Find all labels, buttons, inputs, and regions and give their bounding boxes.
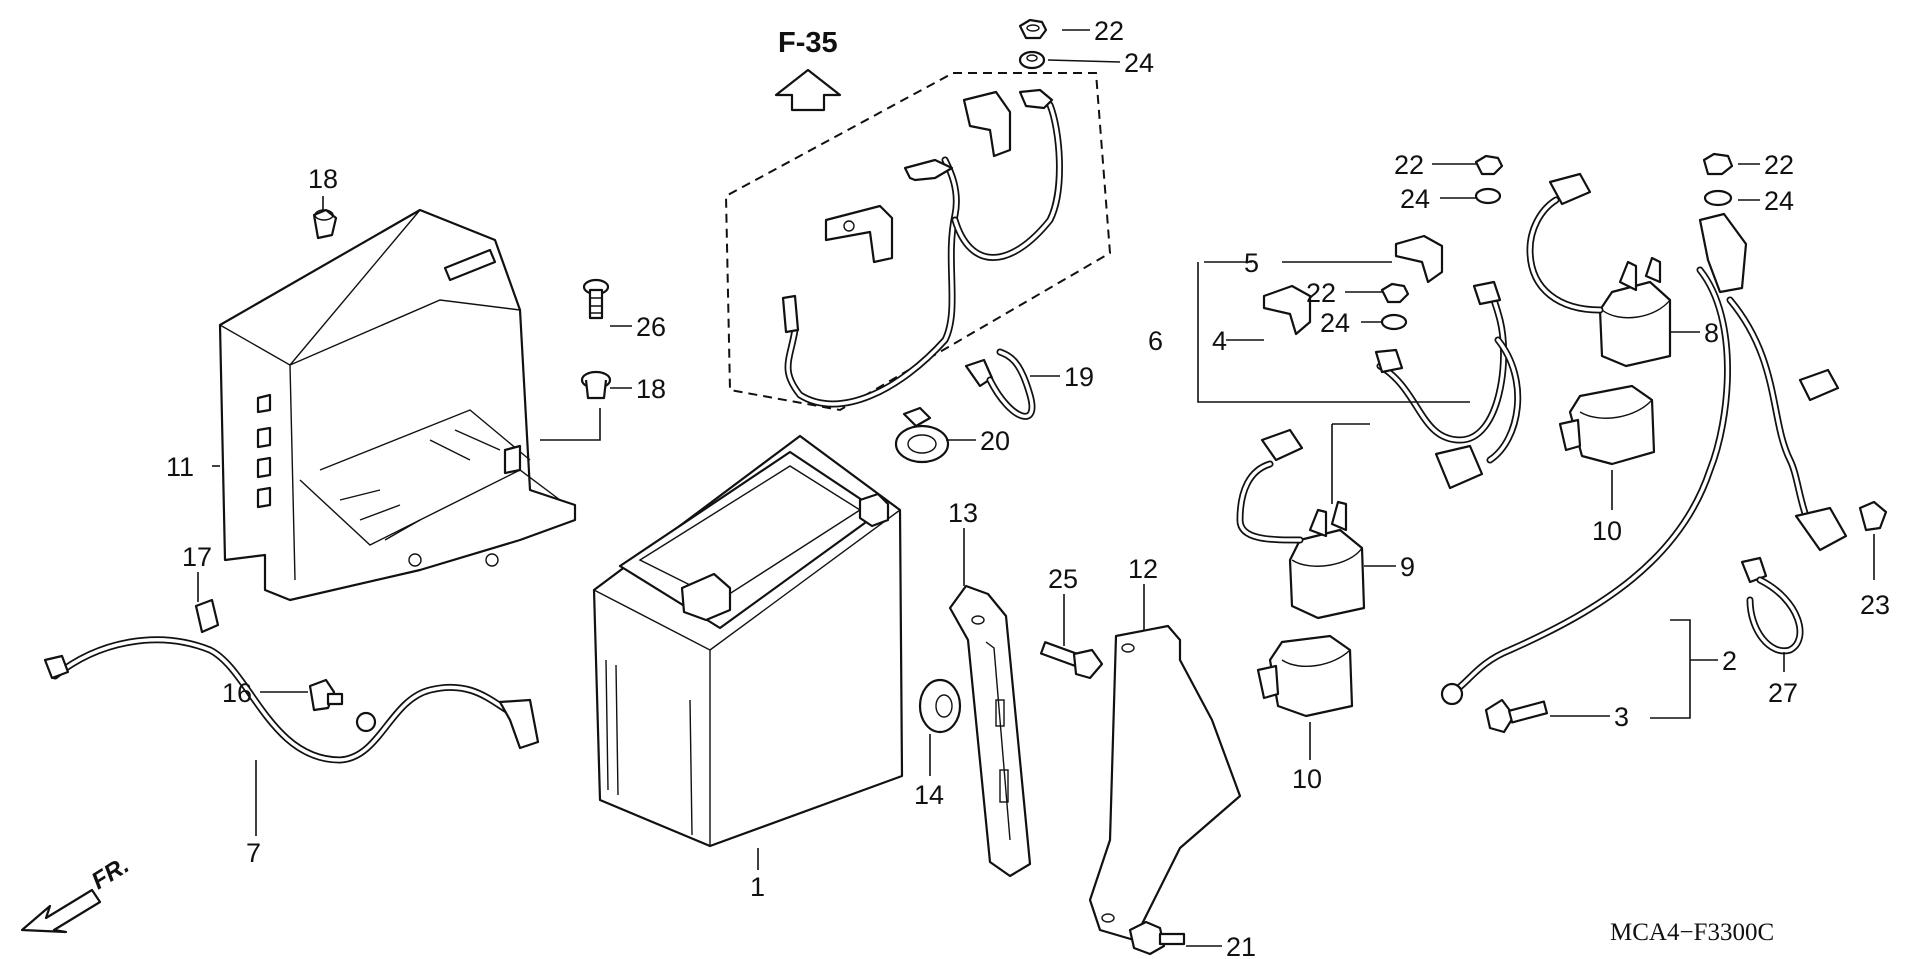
callout-22: 22: [1094, 16, 1124, 46]
grommet-18-lower: [580, 370, 612, 400]
grommet-18-upper: [312, 208, 338, 240]
nut-22-top: [1018, 18, 1048, 40]
leader-18b-to-case: [540, 408, 601, 441]
starter-relay-8: [1526, 172, 1672, 368]
band-19: [964, 348, 1036, 420]
bolt-25: [1039, 641, 1104, 680]
callout-26: 26: [636, 312, 666, 342]
relay-holder-10-left: [1256, 634, 1354, 718]
terminal-cover-4: [1262, 284, 1312, 336]
callout-27: 27: [1768, 678, 1798, 708]
starter-relay-9: [1236, 428, 1366, 620]
callout-22: 22: [1764, 150, 1794, 180]
callout-12: 12: [1128, 554, 1158, 584]
front-label: FR.: [87, 852, 134, 895]
starter-cable-6: [1374, 280, 1522, 490]
washer-24-top: [1018, 50, 1046, 70]
callout-5: 5: [1244, 248, 1259, 278]
side-cover: [1088, 624, 1242, 942]
up-arrow-icon: [774, 68, 842, 112]
callout-3: 3: [1614, 702, 1629, 732]
callout-18: 18: [636, 374, 666, 404]
relay-holder-10-right: [1558, 384, 1656, 466]
callout-22: 22: [1306, 278, 1336, 308]
callout-11: 11: [166, 452, 194, 482]
bolt-26: [582, 278, 610, 320]
callout-24: 24: [1400, 184, 1430, 214]
front-direction-arrow: [20, 888, 102, 934]
callout-17: 17: [182, 542, 212, 572]
callout-4: 4: [1212, 326, 1227, 356]
callout-13: 13: [948, 498, 978, 528]
bolt-21: [1128, 920, 1186, 956]
callout-1: 1: [750, 872, 765, 902]
callout-16: 16: [222, 678, 252, 708]
cable-kit-dashed-outline: [724, 72, 1112, 412]
callouts: 22 24 18 26 18 11 17 16 7 1 13 14 25 12 …: [166, 16, 1890, 959]
battery-cable-kit: [781, 88, 1063, 408]
callout-25: 25: [1048, 564, 1078, 594]
callout-24: 24: [1124, 48, 1154, 78]
reference-label-f35: F-35: [778, 27, 838, 59]
callout-21: 21: [1226, 932, 1256, 959]
washer-24-right: [1703, 189, 1733, 207]
ground-cable: [43, 636, 540, 764]
washer-24-mid: [1474, 187, 1502, 205]
callout-18: 18: [308, 164, 338, 194]
callout-22: 22: [1394, 150, 1424, 180]
nut-22-mid: [1474, 154, 1504, 176]
bolt-3: [1484, 698, 1549, 734]
clamp-20: [894, 406, 950, 464]
callout-19: 19: [1064, 362, 1094, 392]
callout-6: 6: [1148, 326, 1163, 356]
terminal-cover-5: [1394, 234, 1444, 284]
callout-9: 9: [1400, 552, 1415, 582]
callout-20: 20: [980, 426, 1010, 456]
callout-8: 8: [1704, 318, 1719, 348]
battery-bracket: [948, 584, 1032, 878]
callout-10: 10: [1292, 764, 1322, 794]
clip-17: [194, 598, 220, 634]
leader-lines: [197, 29, 1875, 947]
callout-24: 24: [1320, 308, 1350, 338]
callout-10: 10: [1592, 516, 1622, 546]
battery: [592, 434, 904, 848]
callout-24: 24: [1764, 186, 1794, 216]
callout-7: 7: [246, 838, 261, 868]
bolt-16: [308, 678, 344, 712]
starter-cable-2: [1440, 212, 1848, 706]
battery-case: [218, 208, 577, 602]
washer-24-mid-left: [1380, 313, 1408, 331]
callout-14: 14: [914, 780, 944, 810]
callout-2: 2: [1722, 646, 1737, 676]
grommet-23: [1858, 500, 1888, 532]
washer-14: [918, 678, 962, 734]
nut-22-mid-left: [1380, 282, 1410, 304]
callout-23: 23: [1860, 590, 1890, 620]
diagram-code: MCA4−F3300C: [1610, 919, 1774, 946]
nut-22-right: [1702, 152, 1734, 176]
band-27: [1740, 556, 1804, 655]
